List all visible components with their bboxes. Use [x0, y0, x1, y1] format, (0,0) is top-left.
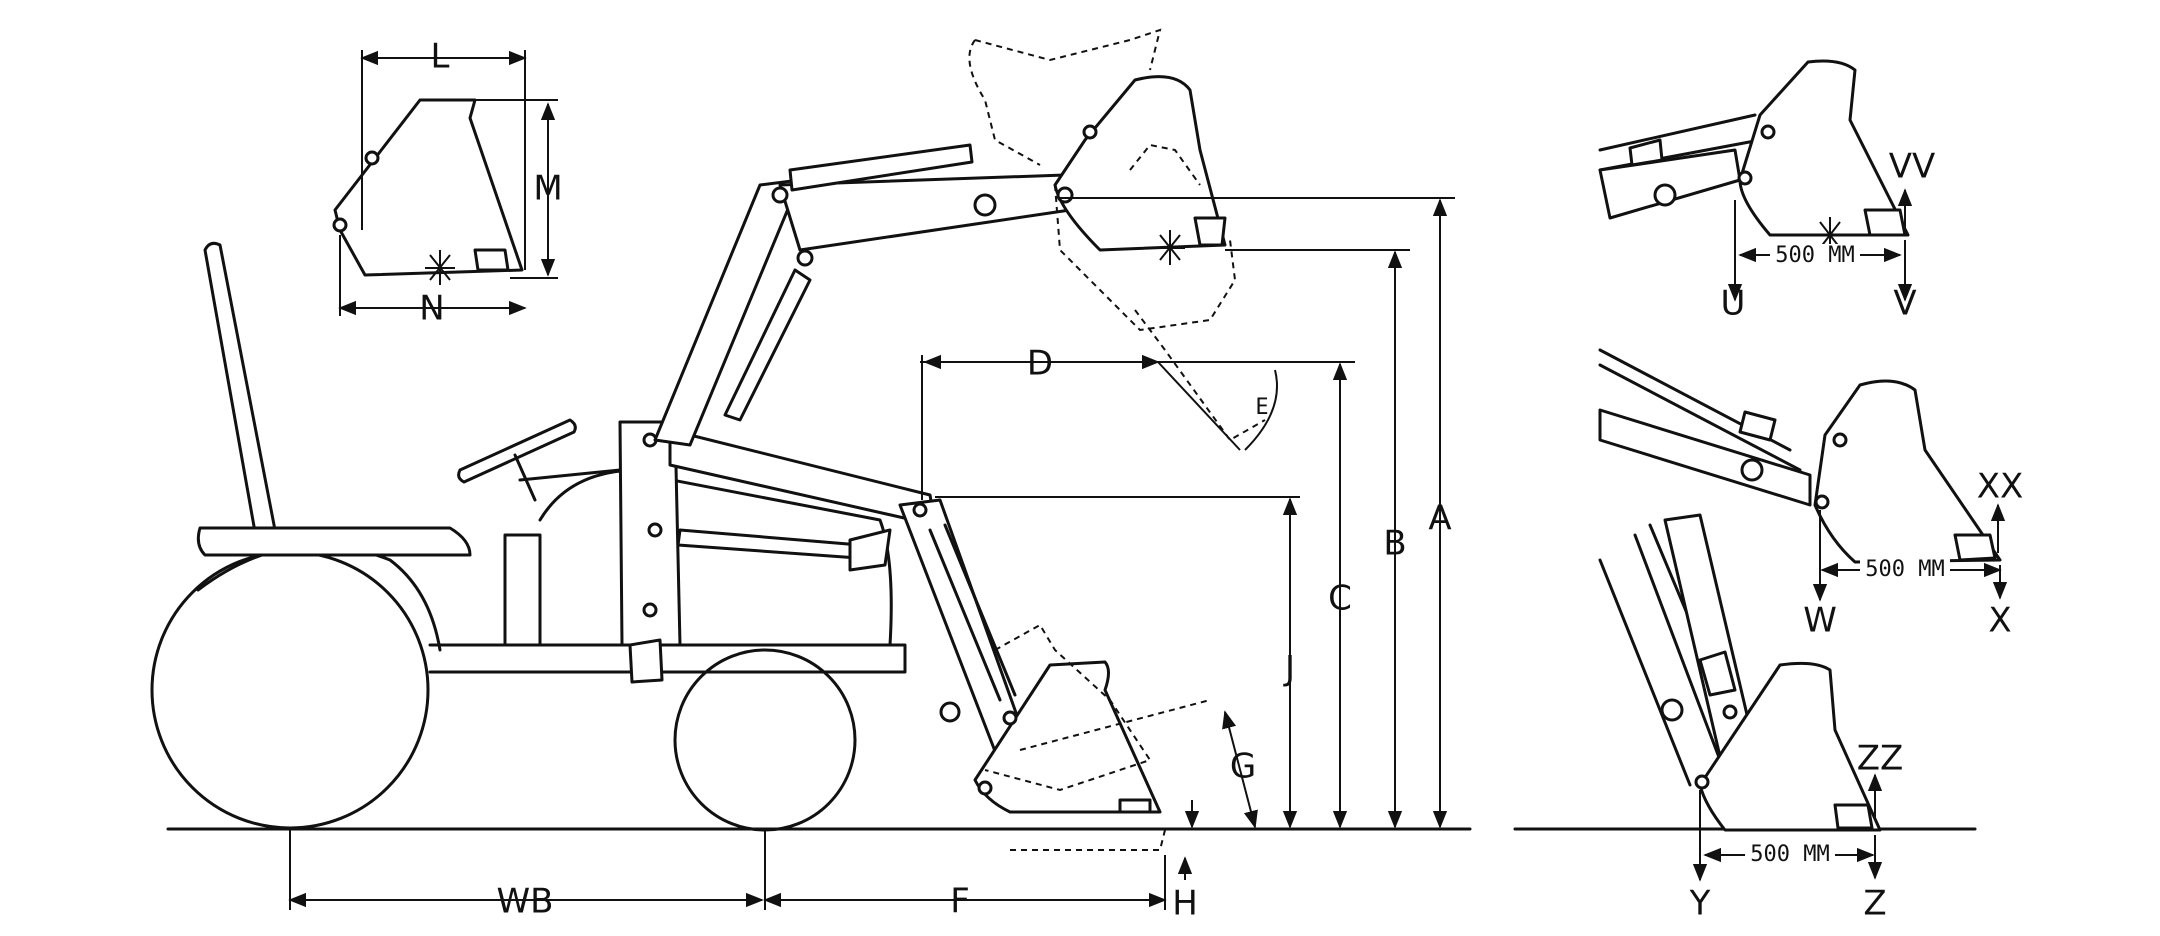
boom-lowered	[668, 428, 937, 527]
label-H: H	[1172, 884, 1198, 924]
lift-cylinder-raised	[723, 268, 812, 422]
label-Z: Z	[1863, 884, 1886, 924]
main-dimension-labels: A B C J G H D E F WB	[497, 344, 1452, 924]
label-G: G	[1230, 747, 1256, 787]
label-V: V	[1893, 284, 1916, 324]
label-N: N	[419, 289, 444, 329]
distance-note-1: 500 MM	[1775, 243, 1854, 268]
label-A: A	[1428, 499, 1451, 539]
reference-star-main	[1155, 230, 1185, 265]
distance-note-2: 500 MM	[1865, 557, 1944, 582]
seat-back	[203, 241, 277, 534]
bucket-panel3	[1698, 661, 1882, 832]
label-C: C	[1328, 579, 1352, 619]
label-U: U	[1721, 284, 1746, 324]
label-L: L	[431, 37, 450, 77]
rear-wheel	[150, 544, 442, 830]
label-VV: VV	[1889, 147, 1936, 187]
tilt-cylinder-raised	[788, 143, 974, 192]
chassis-frame	[428, 643, 907, 674]
side-view-level: XX W X 500 MM	[1598, 348, 2024, 641]
side-view-ground: ZZ Y Z 500 MM	[1598, 513, 1904, 924]
label-W: W	[1803, 601, 1837, 641]
hood	[518, 468, 893, 647]
front-wheel	[673, 648, 857, 832]
steering-wheel	[457, 418, 577, 502]
label-X: X	[1988, 601, 2011, 641]
tower-mount-bracket	[628, 638, 664, 684]
label-D: D	[1027, 344, 1053, 384]
distance-note-3: 500 MM	[1750, 842, 1829, 867]
side-view-raised: VV U V 500 MM	[1598, 59, 1936, 324]
label-B: B	[1383, 524, 1406, 564]
rear-fender	[196, 526, 472, 557]
boom-pivot-ring	[973, 193, 997, 217]
label-M: M	[533, 169, 562, 209]
label-E: E	[1255, 395, 1268, 420]
lift-cylinder-lowered	[676, 528, 862, 560]
label-WB: WB	[497, 882, 554, 922]
label-F: F	[950, 882, 970, 922]
bucket-panel1	[1738, 59, 1910, 237]
bucket-detail-inset: L M N	[332, 37, 563, 329]
label-ZZ: ZZ	[1857, 739, 1904, 779]
label-XX: XX	[1977, 467, 2024, 507]
bucket-panel2	[1813, 379, 2002, 564]
label-J: J	[1283, 649, 1295, 689]
tractor-main-view	[150, 28, 1977, 851]
dimension-lines-main	[288, 197, 1455, 910]
boom-raised	[653, 178, 802, 447]
label-Y: Y	[1689, 884, 1711, 924]
